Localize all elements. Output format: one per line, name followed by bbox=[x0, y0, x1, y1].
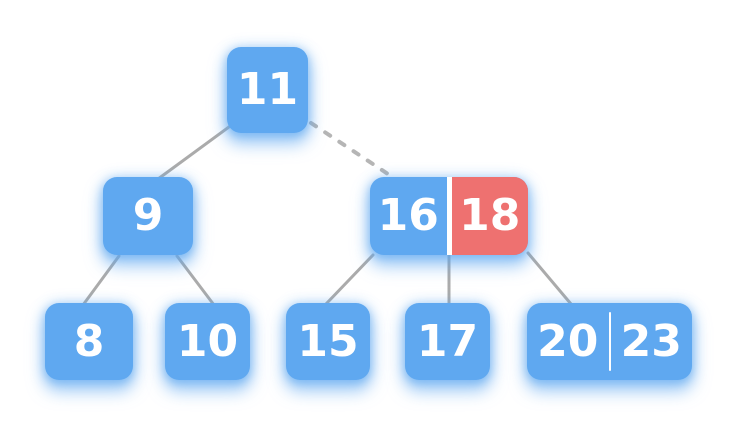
node-key-8: 8 bbox=[73, 315, 105, 367]
node-key-17: 17 bbox=[416, 315, 479, 367]
node-key-16: 16 bbox=[377, 190, 439, 241]
edge-9-to-8 bbox=[81, 254, 121, 307]
edge-16-18-to-20-23 bbox=[526, 251, 573, 306]
edge-9-to-10 bbox=[175, 254, 216, 307]
node-key-23: 23 bbox=[620, 315, 682, 367]
node-8: 8 bbox=[45, 303, 133, 380]
node-key-10: 10 bbox=[176, 315, 239, 367]
edge-11-to-16-18 bbox=[309, 121, 399, 182]
key-divider bbox=[608, 312, 611, 371]
edge-11-to-9 bbox=[156, 122, 235, 181]
node-11: 11 bbox=[227, 47, 308, 133]
node-17: 17 bbox=[405, 303, 490, 380]
node-key-15: 15 bbox=[297, 315, 359, 367]
node-9: 9 bbox=[103, 177, 193, 255]
node-key-11: 11 bbox=[236, 64, 299, 115]
node-15: 15 bbox=[286, 303, 370, 380]
node-key-9: 9 bbox=[132, 190, 164, 241]
node-key-18-highlighted: 18 bbox=[451, 177, 528, 255]
key-divider bbox=[446, 177, 452, 255]
node-10: 10 bbox=[165, 303, 250, 380]
node-key-20: 20 bbox=[537, 315, 599, 367]
edge-16-18-to-15 bbox=[324, 253, 375, 306]
